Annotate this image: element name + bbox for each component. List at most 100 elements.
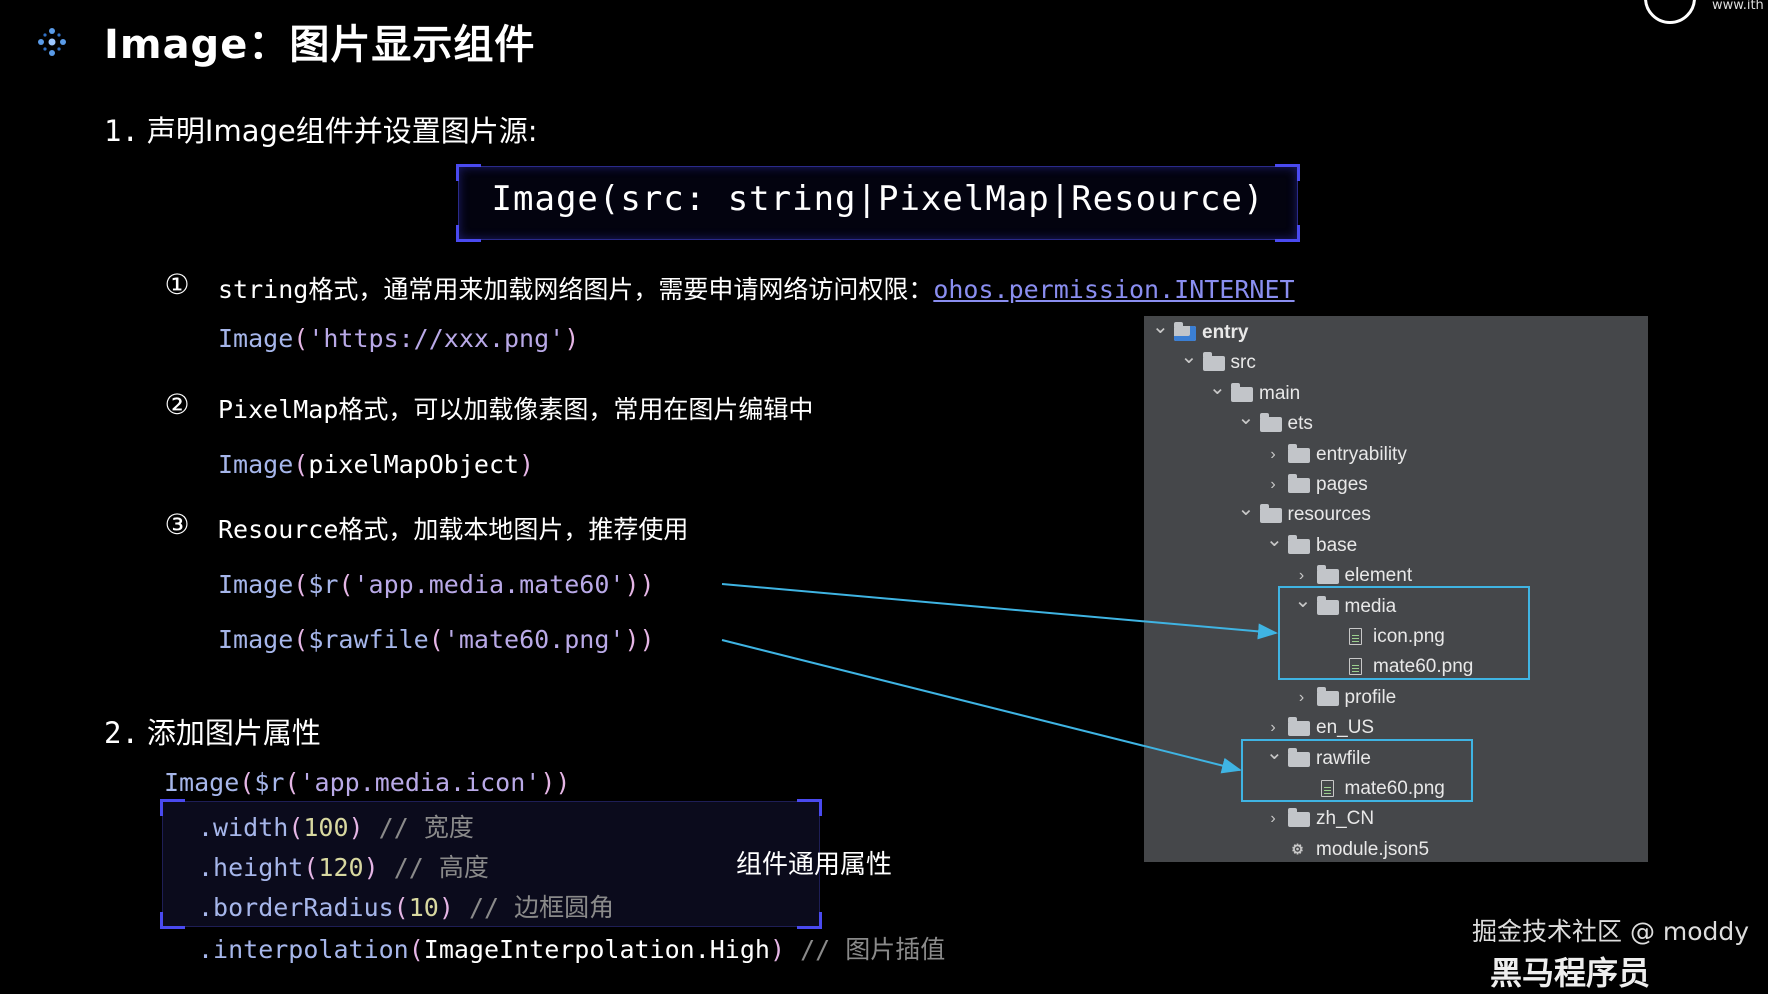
code-paren: ) (639, 625, 655, 654)
media-highlight-box (1278, 586, 1530, 680)
tree-item[interactable]: ›pages (1144, 470, 1648, 500)
chevron-right-icon[interactable]: › (1270, 719, 1276, 737)
section-2-heading-text: 添加图片属性 (146, 716, 321, 750)
code-paren: ( (338, 570, 354, 599)
tree-item[interactable]: ›zh_CN (1144, 804, 1648, 834)
tree-item[interactable]: ›profile (1144, 683, 1648, 713)
tree-item-label: src (1230, 352, 1256, 374)
code-comment-marker: // (800, 935, 846, 964)
item-2-format: PixelMap (218, 395, 339, 424)
common-props-label: 组件通用属性 (736, 850, 893, 880)
code-string: 'mate60.png' (443, 625, 625, 654)
code-function: $r (308, 570, 339, 599)
code-number: 10 (408, 893, 439, 922)
chevron-right-icon[interactable]: › (1298, 567, 1305, 585)
code-paren: ) (555, 768, 571, 797)
code-paren: ) (624, 570, 640, 599)
folder-icon (1231, 382, 1253, 402)
code-paren: ( (293, 625, 309, 654)
tree-item[interactable]: ›en_US (1144, 713, 1648, 743)
code-paren: ) (564, 324, 580, 353)
chevron-right-icon[interactable]: › (1270, 810, 1276, 828)
tree-item[interactable]: mate60.png (1144, 652, 1648, 682)
chevron-down-icon[interactable]: ⌄ (1237, 498, 1255, 521)
code-comment: 高度 (438, 853, 489, 882)
chevron-down-icon[interactable]: ⌄ (1152, 316, 1169, 338)
code-paren: ) (624, 625, 640, 654)
tree-item-label: entryability (1316, 443, 1407, 465)
tree-item[interactable]: ⌄media (1144, 590, 1648, 622)
item-1-code: Image('https://xxx.png') (218, 324, 579, 353)
tree-item[interactable]: ⌄ src (1144, 346, 1648, 378)
tree-item[interactable]: icon.png (1144, 622, 1648, 652)
tree-item-label: base (1316, 534, 1358, 556)
code-comment-marker: // (378, 813, 424, 842)
code-paren: ( (239, 768, 255, 797)
section-2-number: 2. (104, 716, 139, 750)
tree-item-label: mate60.png (1373, 656, 1474, 678)
code-function: Image (164, 768, 240, 797)
tree-item[interactable]: ⌄ main (1144, 377, 1648, 409)
tree-item[interactable]: ⚙module.json5 (1144, 835, 1648, 865)
item-3-description: Resource格式，加载本地图片，推荐使用 (218, 510, 688, 546)
code-paren: ) (348, 813, 364, 842)
tree-item[interactable]: ›element (1144, 561, 1648, 591)
folder-icon (1316, 686, 1339, 706)
chevron-right-icon[interactable]: › (1270, 476, 1276, 493)
tree-item[interactable]: › entryability (1144, 440, 1648, 470)
brand-url: www.ith (1712, 0, 1764, 13)
folder-icon (1288, 808, 1310, 828)
tree-item-label: icon.png (1373, 626, 1445, 647)
chevron-right-icon[interactable]: › (1270, 445, 1276, 463)
tree-item[interactable]: ⌄ets (1144, 407, 1648, 439)
image-file-icon (1320, 780, 1334, 797)
chevron-down-icon[interactable]: ⌄ (1237, 407, 1255, 430)
section-1-heading: 1.声明Image组件并设置图片源: (104, 108, 538, 150)
tree-item[interactable]: ⌄ rawfile (1144, 742, 1648, 774)
section-2-code-image: Image($r('app.media.icon')) (164, 768, 570, 797)
tree-item[interactable]: ⌄ base (1144, 529, 1648, 561)
folder-icon (1288, 534, 1310, 554)
signature-box: Image(src: string|PixelMap|Resource) (456, 164, 1300, 242)
item-3-code-resource: Image($r('app.media.mate60')) (218, 570, 655, 599)
tree-item-label: resources (1287, 504, 1371, 526)
chevron-right-icon[interactable]: › (1298, 688, 1305, 706)
code-paren: ( (303, 853, 319, 882)
code-function: Image (218, 324, 294, 353)
chevron-down-icon[interactable]: ⌄ (1209, 376, 1226, 399)
code-comment: 边框圆角 (514, 893, 615, 922)
watermark-text: 掘金技术社区 @ moddy (1472, 917, 1750, 946)
tree-item[interactable]: ⌄ resources (1144, 498, 1648, 530)
chevron-down-icon[interactable]: ⌄ (1266, 528, 1283, 551)
code-paren: ( (284, 768, 300, 797)
code-method: .borderRadius (198, 893, 394, 922)
tree-item[interactable]: mate60.png (1144, 774, 1648, 804)
folder-icon (1288, 717, 1310, 737)
code-paren: ) (519, 450, 535, 479)
code-identifier: pixelMapObject (308, 450, 520, 479)
item-3-code-rawfile: Image($rawfile('mate60.png')) (218, 625, 655, 654)
chevron-down-icon[interactable]: ⌄ (1266, 741, 1283, 764)
item-3-format: Resource (218, 515, 339, 544)
code-function: Image (218, 625, 294, 654)
chevron-down-icon[interactable]: ⌄ (1180, 346, 1198, 369)
tree-item-label: main (1259, 382, 1301, 404)
rawfile-highlight-box (1241, 739, 1473, 802)
tree-item-label: rawfile (1316, 747, 1371, 769)
folder-icon (1288, 747, 1310, 767)
code-method: .height (198, 853, 304, 882)
item-2-code: Image(pixelMapObject) (218, 450, 534, 479)
code-function: Image (218, 450, 294, 479)
code-paren: ) (438, 893, 454, 922)
chevron-down-icon[interactable]: ⌄ (1294, 589, 1312, 612)
tree-item[interactable]: ⌄entry (1144, 316, 1648, 348)
code-comment-marker: // (468, 893, 515, 922)
prop-interpolation-line: .interpolation(ImageInterpolation.High) … (198, 930, 945, 966)
internet-permission-link[interactable]: ohos.permission.INTERNET (933, 275, 1295, 304)
folder-icon (1316, 565, 1339, 585)
brand-watermark: 黑马程序员 (1490, 954, 1651, 992)
item-1-marker: ① (164, 268, 190, 301)
sparkle-icon (38, 28, 66, 56)
code-method: .interpolation (198, 935, 409, 964)
code-paren: ) (363, 853, 379, 882)
